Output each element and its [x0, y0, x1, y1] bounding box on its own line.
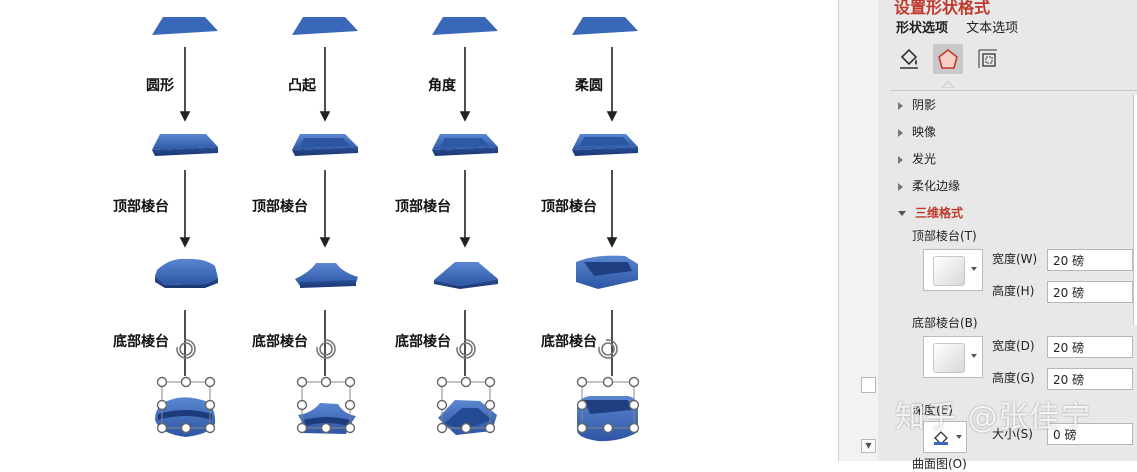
chevron-down-icon [956, 435, 962, 439]
flat-shape[interactable] [572, 17, 638, 35]
depth-size-input[interactable]: 0 磅 [1047, 423, 1133, 445]
beveled-shape[interactable] [152, 134, 218, 150]
chevron-down-icon [971, 267, 977, 271]
format-shape-panel: 设置形状格式 形状选项 文本选项 阴影 映像 发光 柔化边缘 三维格式 顶部棱台… [878, 0, 1137, 471]
section-3d-format[interactable]: 三维格式 [898, 204, 963, 221]
fill-line-icon[interactable] [894, 44, 924, 74]
panel-tabs: 形状选项 文本选项 [896, 17, 1032, 36]
bottom-bevel-shape[interactable] [155, 397, 216, 437]
section-soft-edges[interactable]: 柔化边缘 [898, 177, 960, 194]
depth-title: 深度(E) [912, 403, 953, 417]
top-height-input[interactable]: 20 磅 [1047, 281, 1133, 303]
bottom-height-input[interactable]: 20 磅 [1047, 368, 1133, 390]
scroll-down-arrow-icon[interactable]: ▼ [861, 439, 876, 453]
top-width-label: 宽度(W) [992, 252, 1038, 266]
rotate-handles[interactable] [176, 339, 618, 359]
column-convex [292, 17, 358, 434]
top-bevel-shape[interactable] [155, 258, 218, 285]
flat-shape[interactable] [292, 17, 358, 35]
top-bevel-picker[interactable] [923, 249, 983, 291]
bottom-bevel-label: 底部棱台 [113, 334, 169, 350]
bottom-bevel-label: 底部棱台 [541, 334, 597, 350]
flat-shape[interactable] [432, 17, 498, 35]
column-circle [152, 17, 218, 437]
bevel-name-label: 凸起 [288, 78, 316, 94]
bottom-bevel-title: 底部棱台(B) [912, 316, 978, 330]
bottom-bevel-label: 底部棱台 [395, 334, 451, 350]
bevel-name-label: 圆形 [146, 78, 174, 94]
bevel-name-label: 角度 [428, 78, 456, 94]
selection-frames [161, 381, 635, 429]
bottom-bevel-picker[interactable] [923, 336, 983, 378]
top-bevel-title: 顶部棱台(T) [912, 229, 977, 243]
bevel-name-label: 柔圆 [575, 78, 603, 94]
effects-icon[interactable] [933, 44, 963, 74]
selection-handles[interactable] [156, 376, 640, 434]
top-bevel-shape[interactable] [295, 263, 358, 286]
watermark: 知乎 @张佳宁 [895, 400, 1092, 435]
depth-color-picker[interactable] [923, 421, 967, 453]
top-height-label: 高度(H) [992, 284, 1035, 298]
bottom-width-input[interactable]: 20 磅 [1047, 336, 1133, 358]
panel-scrollbar[interactable] [1133, 95, 1137, 325]
section-reflection[interactable]: 映像 [898, 123, 936, 140]
top-bevel-label: 顶部棱台 [252, 199, 308, 215]
canvas-scrollbar-thumb[interactable] [861, 377, 876, 393]
section-glow[interactable]: 发光 [898, 150, 936, 167]
bottom-bevel-label: 底部棱台 [252, 334, 308, 350]
tab-shape-options[interactable]: 形状选项 [896, 21, 949, 36]
top-width-input[interactable]: 20 磅 [1047, 249, 1133, 271]
top-bevel-label: 顶部棱台 [395, 199, 451, 215]
bottom-width-label: 宽度(D) [992, 339, 1035, 353]
top-bevel-label: 顶部棱台 [541, 199, 597, 215]
bevel-diagram [152, 17, 640, 442]
top-bevel-label: 顶部棱台 [113, 199, 169, 215]
bottom-height-label: 高度(G) [992, 371, 1035, 385]
section-shadow[interactable]: 阴影 [898, 96, 936, 113]
column-angle [432, 17, 498, 435]
panel-title: 设置形状格式 [894, 0, 991, 17]
top-bevel-shape[interactable] [434, 262, 498, 286]
chevron-down-icon [971, 354, 977, 358]
panel-divider [890, 90, 1137, 91]
slide-canvas: 圆形 凸起 角度 柔圆 顶部棱台 顶部棱台 顶部棱台 顶部棱台 底部棱台 底部棱… [113, 17, 640, 442]
depth-size-label: 大小(S) [992, 427, 1033, 441]
column-soft-round [572, 17, 638, 442]
tab-text-options[interactable]: 文本选项 [966, 21, 1019, 36]
contour-title: 曲面图(O) [912, 457, 967, 471]
flat-shape[interactable] [152, 17, 218, 35]
size-properties-icon[interactable] [973, 44, 1003, 74]
